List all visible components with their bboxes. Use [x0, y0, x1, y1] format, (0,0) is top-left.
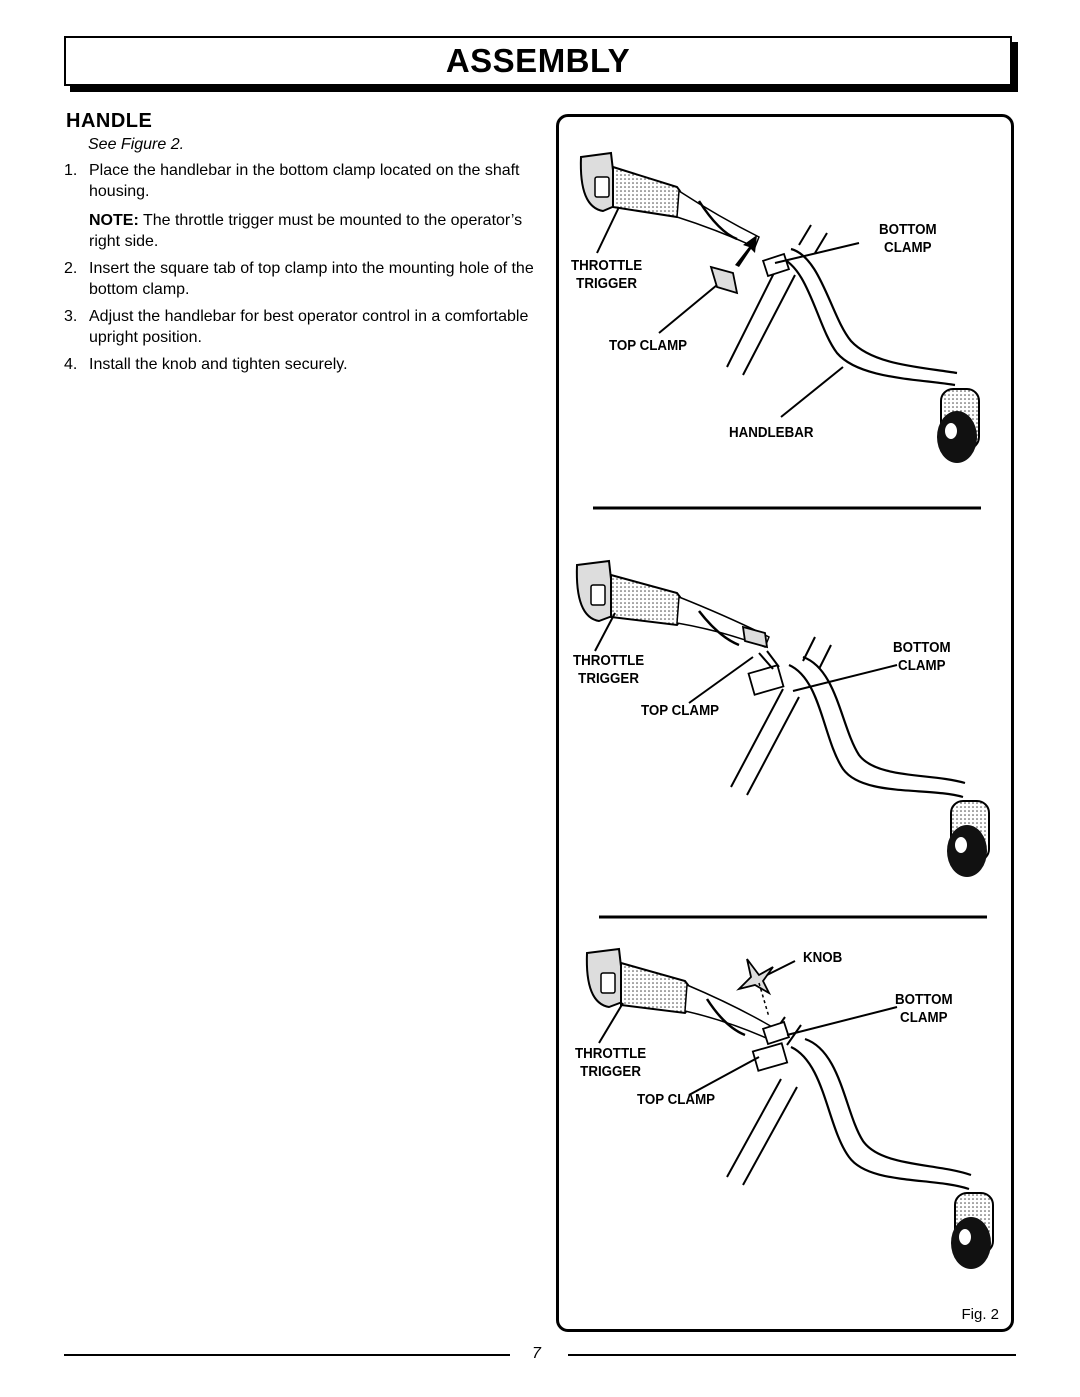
knob-part: [736, 958, 774, 1018]
note-label: NOTE:: [89, 212, 139, 229]
section-banner: ASSEMBLY: [64, 36, 1012, 86]
step-3: 3. Adjust the handlebar for best operato…: [64, 306, 534, 348]
top-clamp-part: [709, 265, 739, 295]
label-throttle-trigger: THROTTLE TRIGGER: [571, 258, 643, 292]
step-2: 2. Insert the square tab of top clamp in…: [64, 258, 534, 300]
note-text: The throttle trigger must be mounted to …: [89, 212, 523, 250]
see-figure-reference: See Figure 2.: [88, 136, 185, 153]
label-throttle-trigger: THROTTLE TRIGGER: [575, 1046, 647, 1080]
panel-3-illustration: [585, 947, 994, 1269]
step-text: Insert the square tab of top clamp into …: [89, 260, 534, 298]
footer-rule-right: [568, 1354, 1016, 1356]
throttle-handle: [579, 151, 760, 249]
label-knob: KNOB: [803, 950, 843, 966]
label-top-clamp: TOP CLAMP: [637, 1092, 716, 1108]
bottom-clamp-part: [761, 252, 791, 278]
handlebar: [778, 247, 958, 387]
page-number: 7: [532, 1345, 541, 1362]
label-top-clamp: TOP CLAMP: [609, 338, 688, 354]
step-text: Place the handlebar in the bottom clamp …: [89, 162, 520, 200]
figure-2: BOTTOM CLAMP THROTTLE TRIGGER TOP CLAMP …: [556, 114, 1014, 1332]
panel-1-illustration: [579, 151, 980, 463]
section-heading: HANDLE: [66, 110, 153, 132]
step-number: 3.: [64, 308, 78, 325]
step-number: 4.: [64, 356, 78, 373]
right-grip: [937, 388, 980, 463]
note: NOTE: The throttle trigger must be mount…: [89, 210, 534, 252]
shaft-housing: [726, 224, 828, 376]
label-bottom-clamp: BOTTOM CLAMP: [879, 222, 937, 256]
footer-rule-left: [64, 1354, 510, 1356]
panel-2-illustration: [575, 559, 990, 877]
handle-assembly-illustration: [575, 151, 994, 1269]
leader-lines: [596, 206, 860, 418]
figure-caption: Fig. 2: [961, 1306, 999, 1323]
label-handlebar: HANDLEBAR: [729, 425, 814, 441]
step-number: 1.: [64, 162, 78, 179]
label-top-clamp: TOP CLAMP: [641, 703, 720, 719]
step-4: 4. Install the knob and tighten securely…: [64, 354, 534, 375]
label-throttle-trigger: THROTTLE TRIGGER: [573, 653, 645, 687]
step-text: Install the knob and tighten securely.: [89, 356, 348, 373]
label-bottom-clamp: BOTTOM CLAMP: [893, 640, 951, 674]
instruction-steps: 1. Place the handlebar in the bottom cla…: [64, 160, 534, 381]
page-title: ASSEMBLY: [445, 42, 631, 79]
step-number: 2.: [64, 260, 78, 277]
step-1: 1. Place the handlebar in the bottom cla…: [64, 160, 534, 252]
label-bottom-clamp: BOTTOM CLAMP: [895, 992, 953, 1026]
step-text: Adjust the handlebar for best operator c…: [89, 308, 529, 346]
arrow-icon: [735, 235, 757, 267]
